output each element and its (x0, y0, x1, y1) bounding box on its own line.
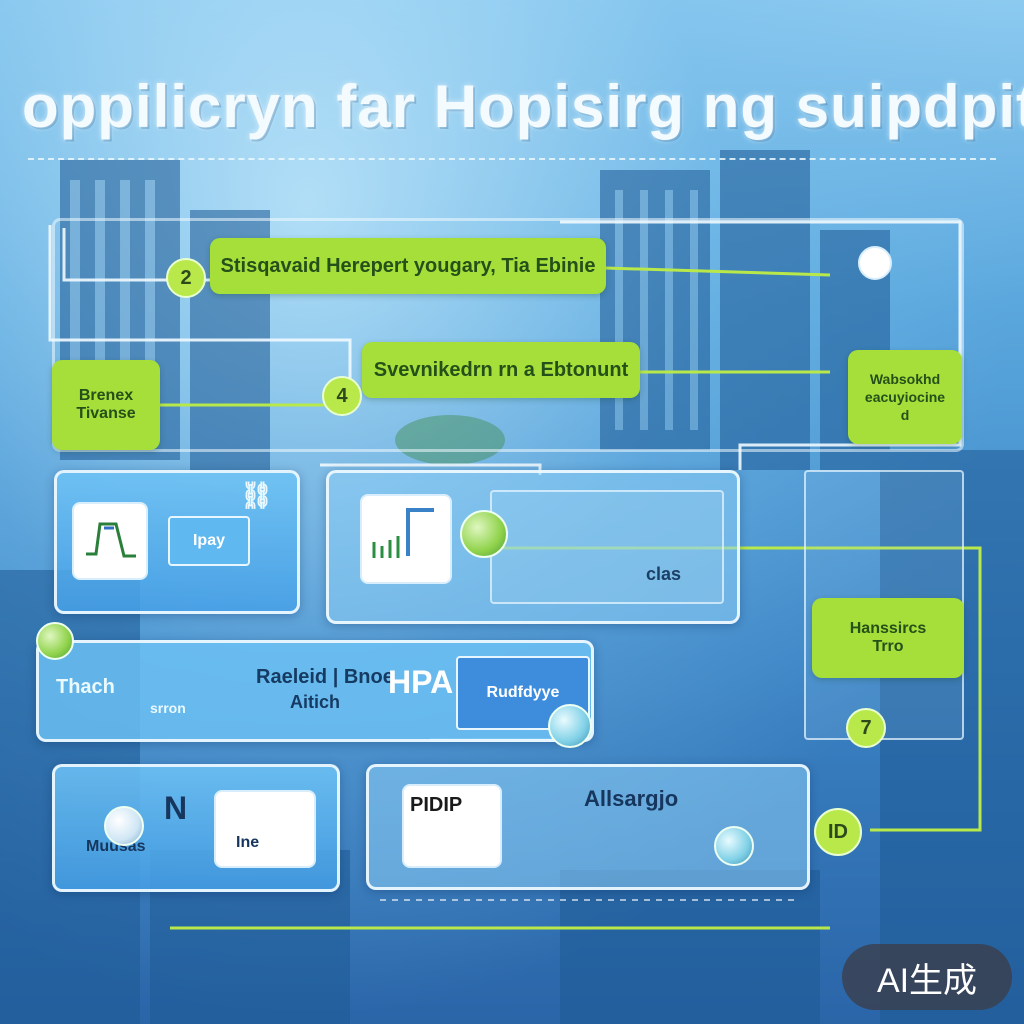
globe-icon[interactable] (460, 510, 508, 558)
step-2-label[interactable]: Stisqavaid Herepert yougary, Tia Ebinie (210, 238, 606, 294)
link-icon: ⛓ (240, 480, 274, 510)
right-panel-box[interactable]: Hanssircs Trro (812, 598, 964, 678)
right-info-line-2: eacuyiocine (864, 389, 946, 405)
bar-chart-icon (360, 494, 452, 584)
line-chart-icon (72, 502, 148, 580)
step-badge-2: 2 (166, 258, 206, 298)
row-left-subtext: srron (150, 700, 186, 716)
bottom-mid-tile-text: PIDIP (410, 794, 463, 816)
left-info-box[interactable]: Brenex Tivanse (52, 360, 160, 450)
right-panel-line-2: Trro (872, 638, 904, 655)
step-4-label[interactable]: Svevnikedrn rn a Ebtonunt (362, 342, 640, 398)
ai-generated-watermark: AI生成 (842, 944, 1012, 1010)
badge-orb-left (36, 622, 74, 660)
right-info-line-1: Wabsokhd (869, 371, 941, 387)
top-flow-frame (52, 218, 964, 452)
bottom-mid-label: Allsargjo (584, 786, 679, 811)
step-badge-4: 4 (322, 376, 362, 416)
server-icon (858, 246, 892, 280)
row-mid-text: Raeleid | Bnoe (256, 666, 394, 688)
mid-card-2-panel (490, 490, 724, 604)
right-info-line-3: d (900, 407, 910, 423)
row-logo-text: HPA (388, 664, 454, 700)
bottom-mid-tile[interactable] (402, 784, 502, 868)
camera-icon[interactable] (548, 704, 592, 748)
row-mid-subtext: Aitich (290, 692, 341, 712)
right-panel-line-1: Hanssircs (849, 620, 927, 637)
pay-chip[interactable]: Ipay (168, 516, 250, 566)
step-badge-7: 7 (846, 708, 886, 748)
right-info-box[interactable]: Wabsokhd eacuyiocine d (848, 350, 962, 444)
row-left-text: Thach (56, 676, 115, 698)
bottom-left-tile[interactable] (214, 790, 316, 868)
line-chart-glyph (86, 522, 136, 558)
bottom-right-badge: ID (814, 808, 862, 856)
bottom-mid-orb (714, 826, 754, 866)
page-title: oppilicryn far Hopisirg ng suipdpity (22, 73, 1024, 140)
mid-card-2-label: clas (646, 564, 682, 584)
bottom-left-tile-text: Ine (236, 834, 260, 851)
title-divider (28, 158, 996, 160)
left-info-line-2: Tivanse (76, 405, 136, 422)
bar-chart-glyph (372, 508, 434, 558)
bottom-left-letter: N (164, 790, 188, 826)
user-avatar-icon (104, 806, 144, 846)
left-info-line-1: Brenex (78, 387, 134, 404)
